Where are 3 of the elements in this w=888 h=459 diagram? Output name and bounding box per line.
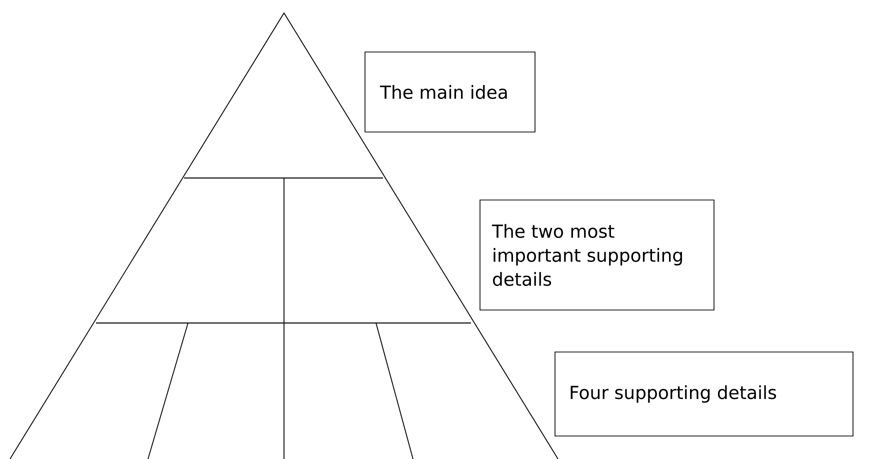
text-box: Four supporting details bbox=[554, 352, 854, 436]
text-box: The main idea bbox=[364, 52, 536, 132]
text-box: The two most important supporting details bbox=[480, 200, 714, 310]
